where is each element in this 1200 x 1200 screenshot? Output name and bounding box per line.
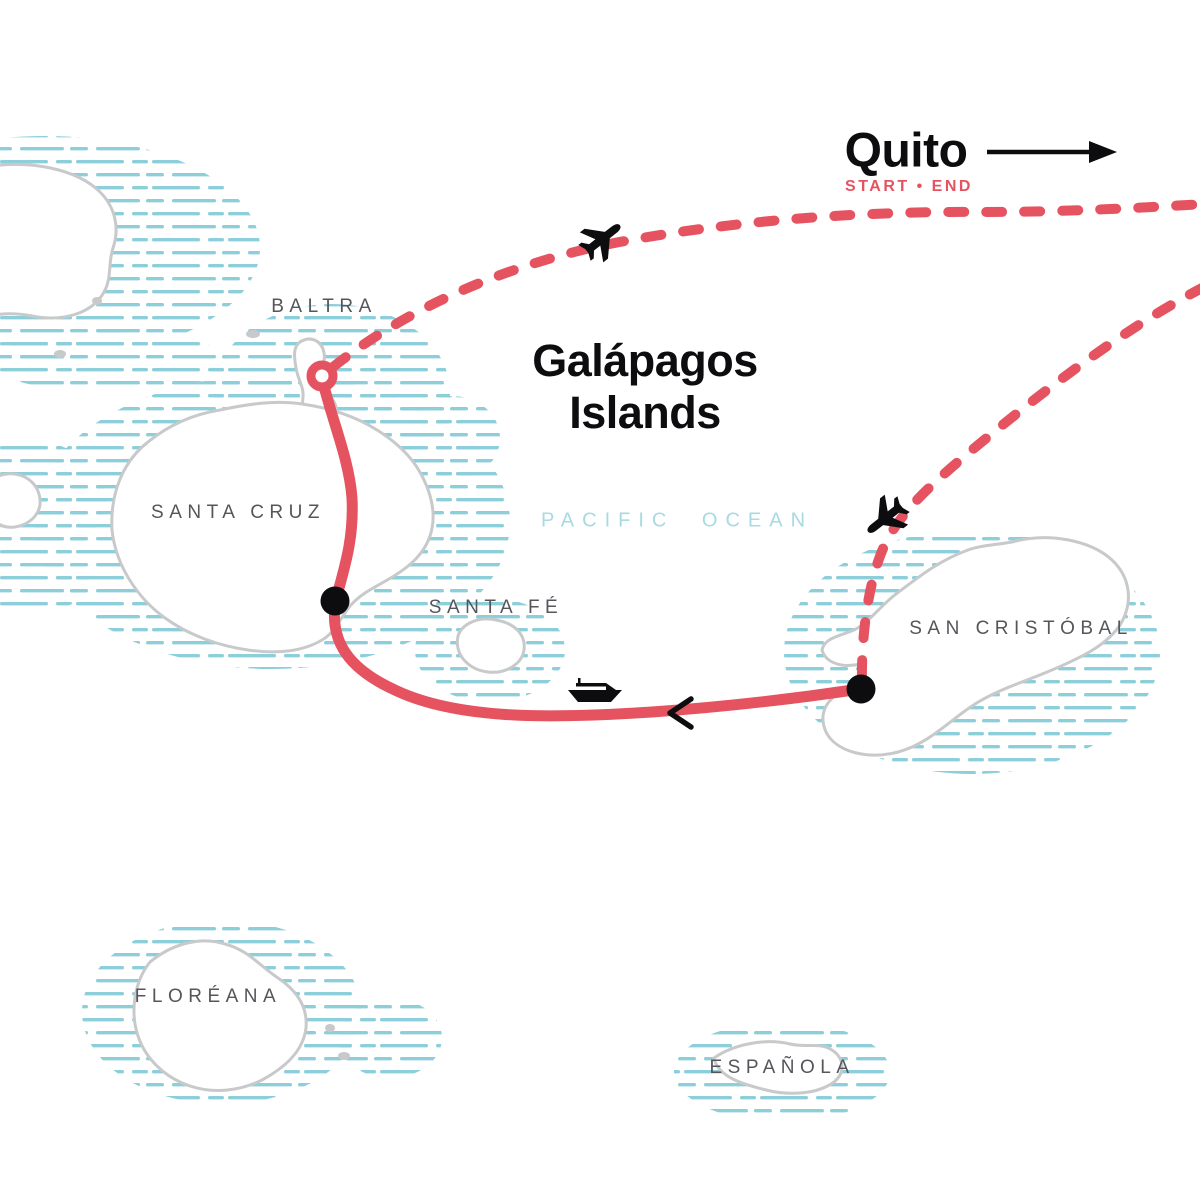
island-espanola [712,1040,844,1095]
chevron-left-icon [667,696,694,730]
ocean-label: PACIFIC OCEAN [540,509,814,532]
islets [54,297,350,1060]
route-markers [306,360,876,704]
island-label-santa-fe: SANTA FÉ [428,597,564,618]
boat-route [316,372,866,722]
start-ring-marker-baltra [306,360,338,392]
flight-route-quito-san-cristobal [856,283,1200,691]
island-santa-fe [455,617,526,674]
island-label-santa-cruz: SANTA CRUZ [151,502,325,523]
routes [316,199,1200,722]
island-label-espanola: ESPAÑOLA [709,1057,855,1078]
islands [0,162,1130,1095]
island-san-cristobal [820,536,1130,757]
flight-route-baltra-quito [328,199,1200,372]
island-santa-cruz [110,400,435,654]
city-label-quito: Quito [844,124,968,178]
airplane-icon [867,494,910,533]
arrow-right-icon [987,141,1117,163]
island-label-floreana: FLORÉANA [134,986,282,1007]
map-title-line1: Galápagos [532,335,758,386]
boat-icon [568,678,622,702]
island-santiago [0,162,118,320]
dot-marker-san-cristobal [846,674,876,704]
map-title: Galápagos Islands [532,335,758,439]
island-floreana [132,939,308,1092]
city-quito-start-end-badge: START • END [845,178,973,195]
airplane-icon [578,224,621,263]
map-title-line2: Islands [569,387,721,438]
route-icons [568,141,1117,730]
island-label-baltra: BALTRA [271,296,377,317]
island-pinzon [0,472,42,529]
dot-marker-santa-cruz [320,586,350,616]
island-label-san-cristobal: SAN CRISTÓBAL [909,618,1133,639]
